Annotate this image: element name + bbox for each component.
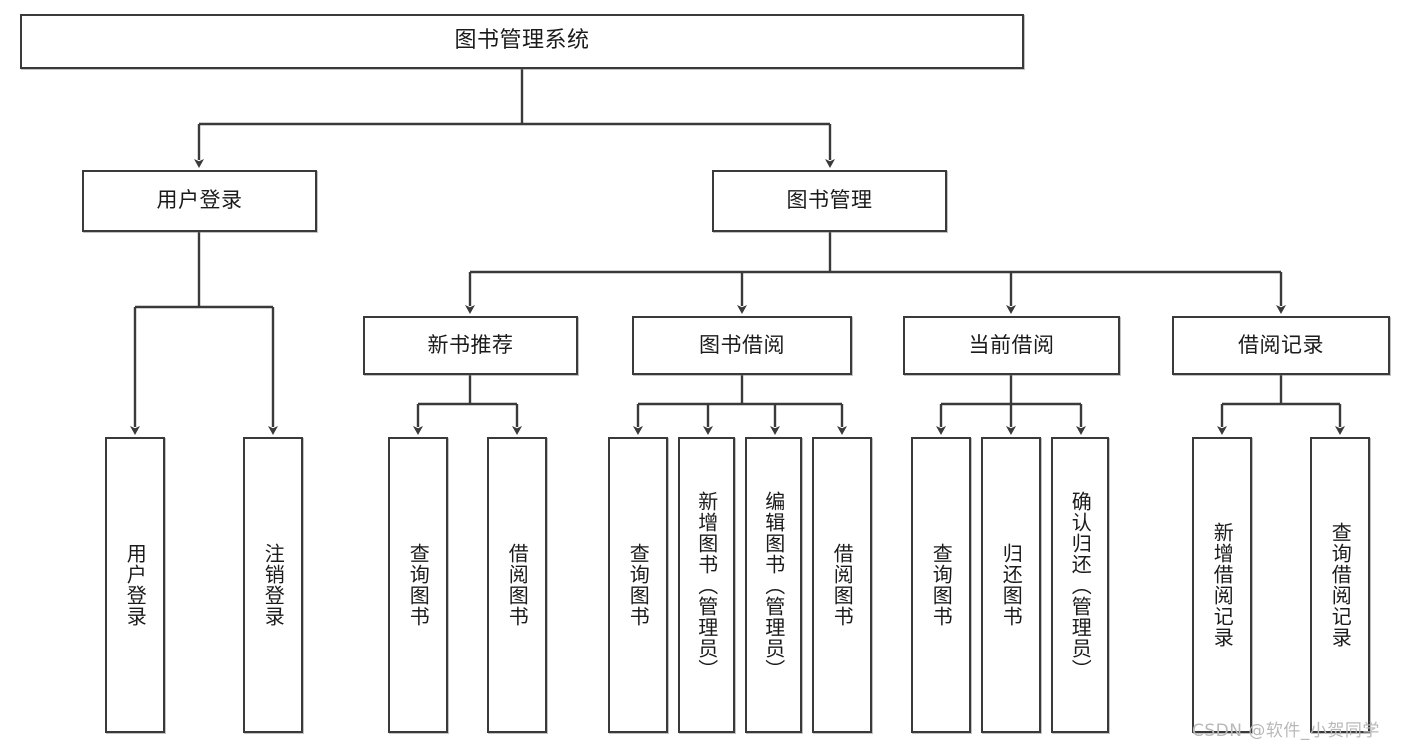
node-label: 新增图书（管理员） <box>694 490 719 680</box>
csdn-watermark: CSDN @软件_小贺同学 <box>1192 716 1380 741</box>
node-root-system[interactable]: 图书管理系统 <box>20 14 1024 69</box>
node-book-borrow[interactable]: 图书借阅 <box>632 316 852 375</box>
node-label: 借阅图书 <box>505 543 530 627</box>
node-label: 查询图书 <box>406 543 431 627</box>
node-label: 新书推荐 <box>427 332 514 357</box>
leaf-borrow-edit-book-admin[interactable]: 编辑图书（管理员） <box>745 437 802 733</box>
leaf-current-return-book[interactable]: 归还图书 <box>981 437 1041 733</box>
node-label: 图书管理 <box>786 188 873 213</box>
node-label: 查询图书 <box>929 543 954 627</box>
node-label: 借阅记录 <box>1238 332 1324 357</box>
node-label: 用户登录 <box>156 188 243 213</box>
leaf-current-confirm-return-admin[interactable]: 确认归还（管理员） <box>1051 437 1109 733</box>
leaf-record-add-record[interactable]: 新增借阅记录 <box>1192 437 1252 733</box>
leaf-borrow-add-book-admin[interactable]: 新增图书（管理员） <box>678 437 735 733</box>
node-label: 图书管理系统 <box>454 28 590 54</box>
leaf-borrow-borrow-book[interactable]: 借阅图书 <box>812 437 872 733</box>
node-label: 借阅图书 <box>830 543 855 627</box>
watermark-text: CSDN @软件_小贺同学 <box>1192 721 1380 741</box>
node-borrow-record[interactable]: 借阅记录 <box>1172 316 1390 375</box>
node-new-book-recommend[interactable]: 新书推荐 <box>363 316 578 375</box>
node-label: 确认归还（管理员） <box>1068 490 1093 680</box>
leaf-recommend-borrow-book[interactable]: 借阅图书 <box>487 437 547 733</box>
node-label: 查询图书 <box>626 543 651 627</box>
node-label: 编辑图书（管理员） <box>761 490 786 680</box>
node-book-management-module[interactable]: 图书管理 <box>712 170 947 232</box>
leaf-current-query-book[interactable]: 查询图书 <box>911 437 971 733</box>
node-label: 图书借阅 <box>699 332 785 357</box>
node-label: 新增借阅记录 <box>1210 522 1235 648</box>
leaf-recommend-query-book[interactable]: 查询图书 <box>388 437 448 733</box>
node-label: 注销登录 <box>261 543 286 627</box>
leaf-borrow-query-book[interactable]: 查询图书 <box>608 437 668 733</box>
leaf-user-login[interactable]: 用户登录 <box>105 437 165 733</box>
node-current-borrow[interactable]: 当前借阅 <box>903 316 1120 375</box>
node-user-login-module[interactable]: 用户登录 <box>82 170 317 232</box>
node-label: 当前借阅 <box>968 332 1055 357</box>
leaf-user-logout[interactable]: 注销登录 <box>243 437 303 733</box>
node-label: 用户登录 <box>123 543 148 627</box>
node-label: 查询借阅记录 <box>1328 522 1353 648</box>
leaf-record-query-record[interactable]: 查询借阅记录 <box>1310 437 1370 733</box>
node-label: 归还图书 <box>999 543 1024 627</box>
